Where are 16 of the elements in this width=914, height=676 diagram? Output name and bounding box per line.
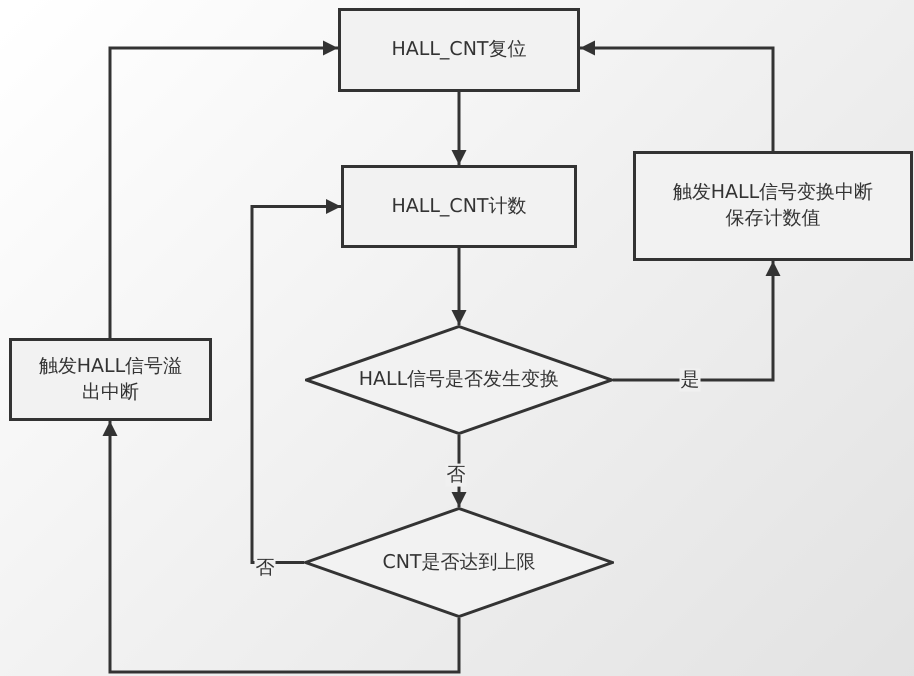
edge-label: 是	[680, 368, 700, 392]
arrow	[452, 248, 466, 325]
process-box: HALL_CNT计数	[341, 165, 577, 248]
arrow	[613, 261, 780, 382]
edge-label: 否	[446, 464, 466, 486]
process-box: HALL_CNT复位	[338, 8, 580, 92]
arrow	[452, 435, 466, 507]
process-box: 触发HALL信号变换中断 保存计数值	[633, 151, 913, 261]
arrow	[580, 40, 774, 151]
arrow	[250, 199, 341, 564]
process-box: 触发HALL信号溢出中断	[9, 338, 212, 421]
decision-diamond: HALL信号是否发生变换	[305, 325, 613, 435]
arrow	[452, 92, 466, 165]
decision-diamond: CNT是否达到上限	[304, 507, 614, 618]
arrow	[108, 40, 338, 338]
arrow	[102, 421, 460, 674]
